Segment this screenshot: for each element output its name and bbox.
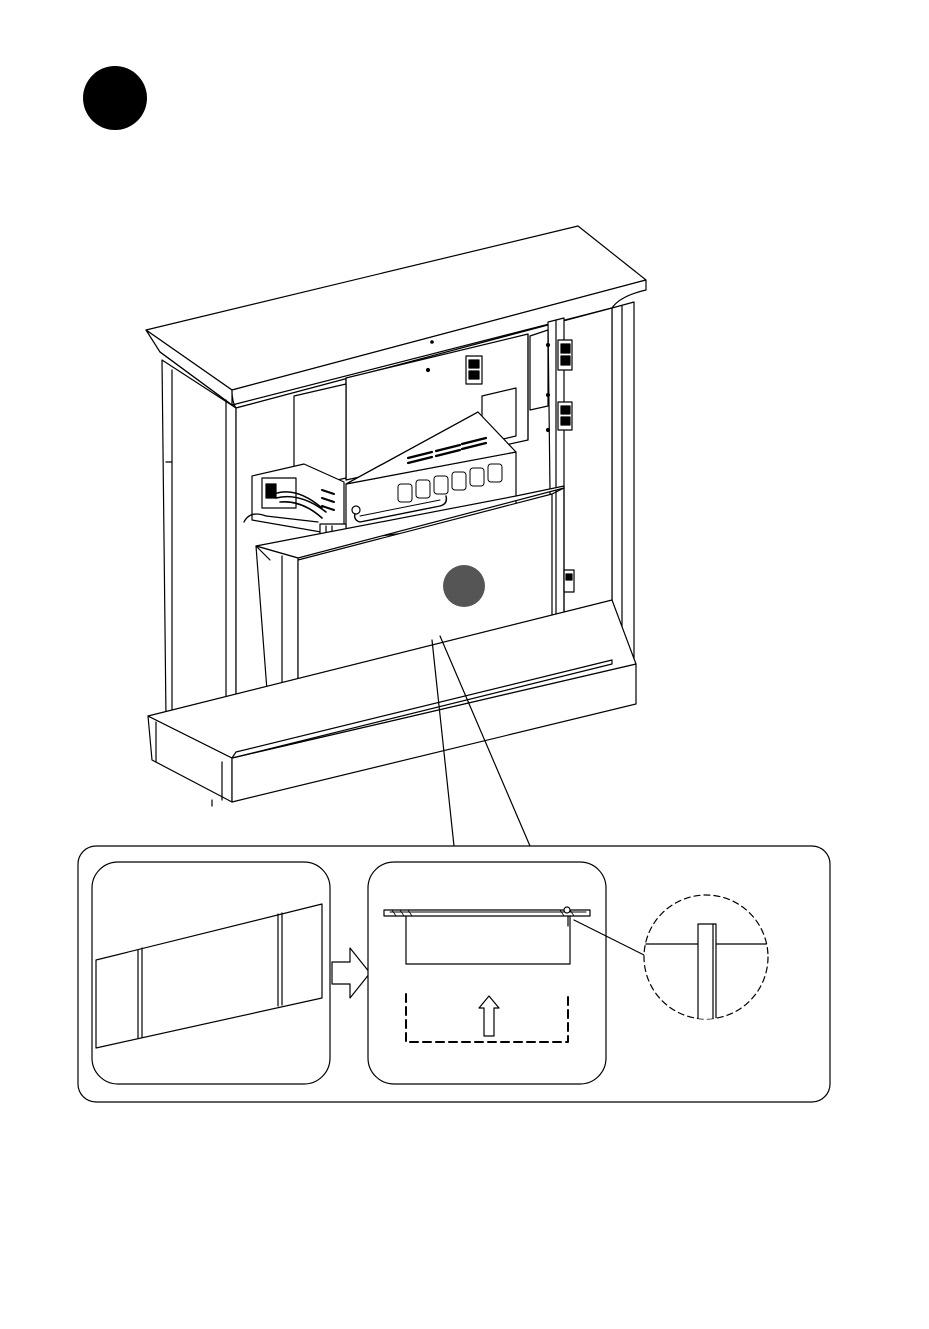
bracket-right-1 (558, 340, 572, 370)
bracket-top-center (466, 356, 482, 384)
detail-panel-before (92, 862, 330, 1084)
bracket-right-3 (564, 570, 574, 592)
detail-panel-after (368, 862, 606, 1084)
part-label-badge (443, 565, 485, 607)
bracket-right-2 (558, 402, 572, 430)
step-number-badge (83, 66, 147, 130)
